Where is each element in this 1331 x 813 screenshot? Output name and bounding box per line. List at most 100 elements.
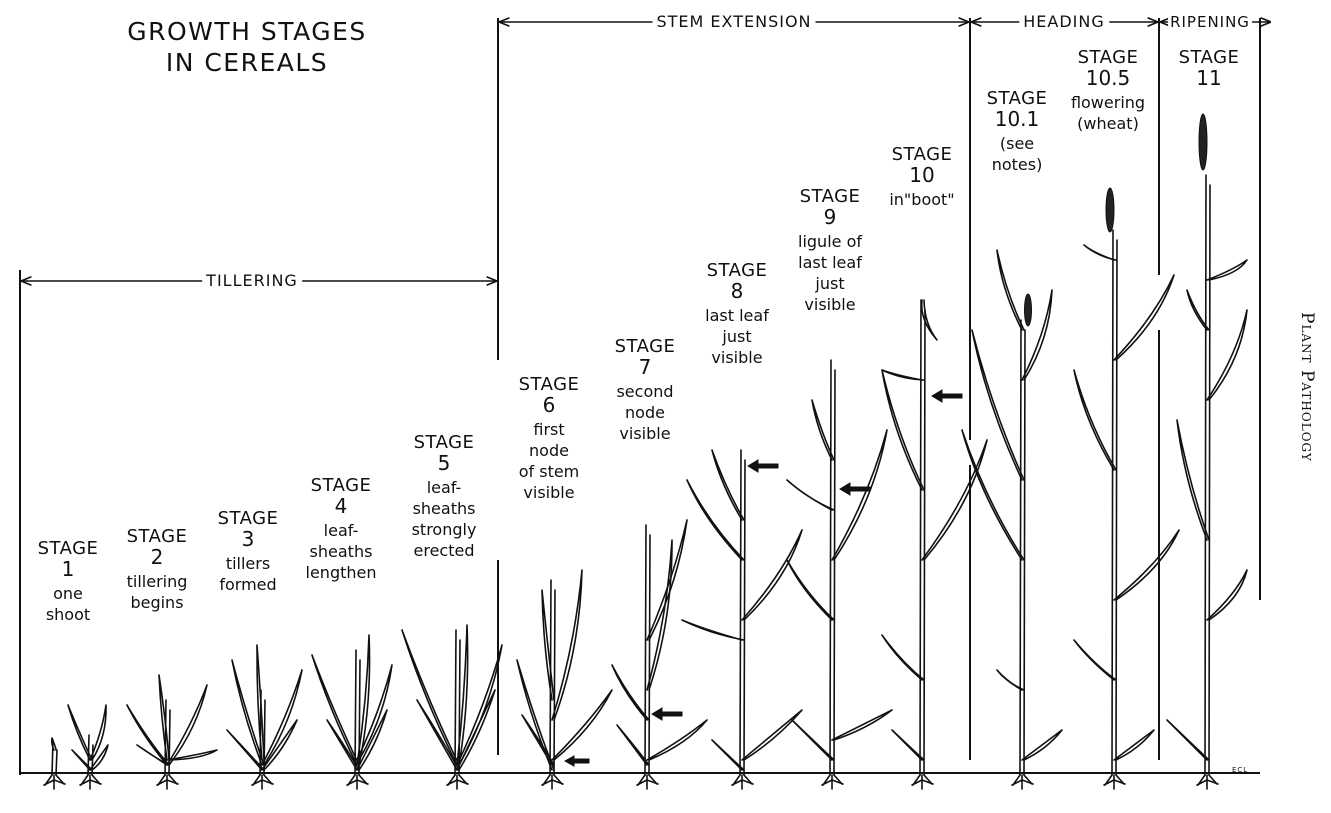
- stage-description: ligule of last leaf just visible: [798, 232, 862, 314]
- plant-stem: [739, 449, 746, 776]
- plant-roots: [79, 774, 102, 790]
- stage-number: 1: [61, 557, 75, 581]
- stage-number: 10.1: [994, 107, 1040, 131]
- plant-roots: [1196, 774, 1219, 790]
- plant-stem: [644, 524, 651, 776]
- plant-leaf: [741, 709, 803, 761]
- plant-leaf: [1166, 719, 1210, 761]
- stage-number: 8: [730, 279, 744, 303]
- node-arrows: [563, 389, 963, 767]
- stage-description: last leaf just visible: [705, 306, 769, 367]
- plant-leaf: [126, 704, 170, 766]
- plant-leaf: [416, 699, 460, 771]
- plant-roots: [346, 774, 369, 790]
- plant-leaf: [881, 369, 925, 491]
- plant-leaf: [616, 724, 650, 766]
- stage-word: STAGE: [706, 260, 768, 281]
- plant-roots: [43, 774, 66, 790]
- plant-leaf: [881, 634, 925, 681]
- plant-leaf: [1206, 569, 1248, 621]
- ears: [1024, 113, 1208, 327]
- plant-leaf: [261, 669, 303, 766]
- plant-leaf: [456, 644, 503, 766]
- plant-roots: [911, 774, 934, 790]
- plant-roots: [1103, 774, 1126, 790]
- plant-leaf: [50, 737, 57, 751]
- plant-leaf: [1073, 639, 1117, 681]
- plant-leaf: [791, 719, 835, 761]
- plant-leaf: [1083, 244, 1117, 261]
- plant-leaf: [921, 439, 988, 561]
- stage-word: STAGE: [126, 526, 188, 547]
- stage-number: 10: [909, 163, 935, 187]
- plant-leaf: [646, 719, 708, 761]
- node-arrow-stage-9: [839, 482, 871, 496]
- plant-leaf: [891, 729, 925, 761]
- plant-leaf: [551, 689, 613, 761]
- stage-number: 2: [150, 545, 164, 569]
- plant-leaf: [646, 539, 673, 691]
- plant-leaf: [971, 329, 1025, 481]
- plant-leaf: [681, 619, 745, 641]
- plant-leaf: [1186, 289, 1210, 331]
- stage-number: 11: [1196, 66, 1222, 90]
- plant-roots: [731, 774, 754, 790]
- plant-pathology-credit: Plant Pathology: [1297, 312, 1317, 462]
- stage-description: tillering begins: [126, 572, 188, 612]
- phase-label-stem-extension: STEM EXTENSION: [652, 13, 816, 31]
- stage-word: STAGE: [310, 475, 372, 496]
- plant-leaf: [686, 479, 745, 561]
- plant-leaf: [89, 744, 109, 771]
- plant-leaf: [356, 634, 371, 766]
- node-arrow-stage-6: [563, 755, 590, 767]
- plant-leaf: [516, 659, 555, 771]
- plant-leaf: [311, 654, 360, 766]
- plant-roots: [156, 774, 179, 790]
- plant-leaf: [996, 249, 1025, 331]
- plant-leaf: [326, 719, 360, 771]
- stage-word: STAGE: [217, 508, 279, 529]
- plant-leaf: [831, 429, 888, 561]
- stage-number: 10.5: [1085, 66, 1131, 90]
- diagram-title: GROWTH STAGES IN CEREALS: [127, 17, 367, 77]
- plant-leaf: [71, 749, 93, 771]
- stage-description: flowering (wheat): [1070, 93, 1146, 133]
- stage-word: STAGE: [518, 374, 580, 395]
- stage-number: 4: [334, 494, 348, 518]
- plant-leaf: [1021, 729, 1063, 761]
- stage-description: leaf- sheaths strongly erected: [411, 478, 477, 560]
- ear-stage-11: [1198, 113, 1208, 171]
- stage-description: (see notes): [991, 134, 1043, 174]
- plant-roots: [446, 774, 469, 790]
- plant-roots: [541, 774, 564, 790]
- stage-description: first node of stem visible: [518, 420, 580, 502]
- plant-leaf: [786, 559, 835, 621]
- stage-number: 7: [638, 355, 652, 379]
- stage-word: STAGE: [986, 88, 1048, 109]
- plant-roots: [251, 774, 274, 790]
- plant-leaf: [741, 529, 803, 621]
- plant-stem: [829, 359, 836, 776]
- plant-leaf: [711, 449, 745, 521]
- plant-leaf: [456, 689, 496, 771]
- node-arrow-stage-8: [747, 459, 779, 473]
- plant-stem: [1111, 229, 1118, 776]
- plant-roots: [636, 774, 659, 790]
- plant-stem: [549, 579, 556, 776]
- plant-leaf: [1176, 419, 1210, 541]
- plant-leaf: [711, 739, 745, 771]
- stage-number: 3: [241, 527, 255, 551]
- plant-leaf: [961, 429, 1025, 561]
- stage-word: STAGE: [799, 186, 861, 207]
- stage-number: 5: [437, 451, 451, 475]
- node-arrow-stage-7: [651, 707, 683, 721]
- plant-leaf: [831, 709, 893, 741]
